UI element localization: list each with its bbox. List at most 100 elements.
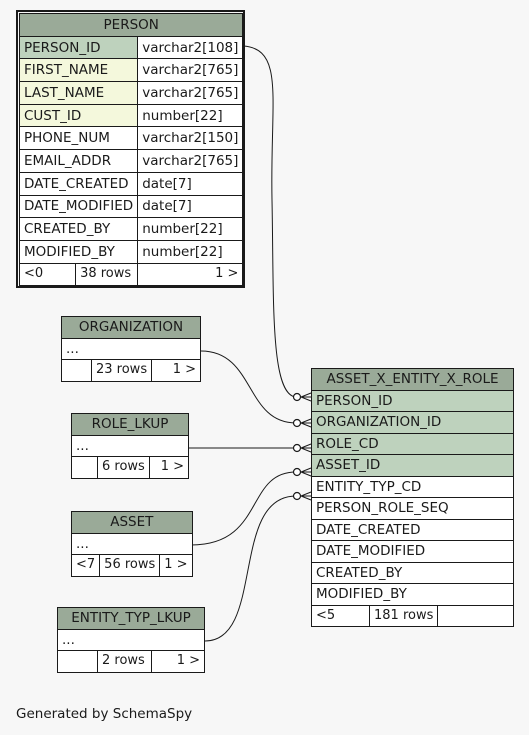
crows-foot bbox=[299, 392, 312, 402]
column-type: varchar2[765] bbox=[137, 81, 244, 105]
table-asset[interactable]: ASSET ... <7 56 rows 1 > bbox=[70, 511, 193, 577]
column-type: number[22] bbox=[137, 217, 244, 241]
column-type: varchar2[765] bbox=[137, 149, 244, 173]
table-footer: <0 38 rows 1 > bbox=[18, 262, 244, 287]
column-row[interactable]: PERSON_ROLE_SEQ bbox=[311, 497, 514, 520]
parents-count[interactable]: <7 bbox=[70, 554, 101, 577]
column-row[interactable]: CREATED_BY bbox=[311, 561, 514, 584]
table-title[interactable]: ORGANIZATION bbox=[61, 316, 201, 339]
crows-foot bbox=[299, 467, 312, 477]
table-role-lkup[interactable]: ROLE_LKUP ... 6 rows 1 > bbox=[71, 413, 190, 479]
table-title[interactable]: ASSET bbox=[71, 511, 193, 534]
column-name[interactable]: PHONE_NUM bbox=[18, 126, 139, 151]
parents-count[interactable]: <0 bbox=[18, 262, 77, 287]
column-ellipsis: ... bbox=[71, 532, 193, 555]
relation-asset-to-asset-x-entity-x-role bbox=[190, 471, 297, 546]
column-name[interactable]: MODIFIED_BY bbox=[18, 239, 139, 264]
parents-count[interactable]: <5 bbox=[311, 604, 370, 627]
children-count[interactable]: 1 > bbox=[159, 554, 193, 577]
column-name[interactable]: PERSON_ID bbox=[311, 389, 514, 412]
crows-foot bbox=[299, 418, 312, 428]
parents-count[interactable] bbox=[57, 650, 98, 673]
column-name[interactable]: DATE_CREATED bbox=[311, 518, 514, 541]
parents-count[interactable] bbox=[71, 456, 98, 479]
relation-organization-to-asset-x-entity-x-role bbox=[200, 350, 297, 424]
table-entity-typ-lkup[interactable]: ENTITY_TYP_LKUP ... 2 rows 1 > bbox=[57, 607, 205, 673]
relation-end-circle bbox=[292, 443, 302, 453]
column-ellipsis: ... bbox=[57, 628, 205, 651]
relation-person-to-asset-x-entity-x-role bbox=[243, 45, 297, 398]
column-name[interactable]: PERSON_ROLE_SEQ bbox=[311, 497, 514, 520]
children-count[interactable]: 1 > bbox=[148, 456, 190, 479]
row-count: 38 rows bbox=[75, 262, 139, 287]
column-name[interactable]: PERSON_ID bbox=[18, 35, 139, 60]
column-type: number[22] bbox=[137, 239, 244, 264]
row-count: 56 rows bbox=[99, 554, 161, 577]
column-row[interactable]: MODIFIED_BY bbox=[311, 583, 514, 606]
column-name[interactable]: ROLE_CD bbox=[311, 432, 514, 455]
column-name[interactable]: CUST_ID bbox=[18, 103, 139, 128]
children-count[interactable]: 1 > bbox=[137, 262, 244, 287]
column-type: number[22] bbox=[137, 103, 244, 128]
children-count[interactable]: 1 > bbox=[151, 650, 205, 673]
column-name[interactable]: CREATED_BY bbox=[311, 561, 514, 584]
column-row[interactable]: PERSON_ID bbox=[311, 389, 514, 412]
column-name[interactable]: DATE_MODIFIED bbox=[311, 540, 514, 563]
column-row[interactable]: ENTITY_TYP_CD bbox=[311, 475, 514, 498]
relation-end-circle bbox=[292, 467, 302, 477]
column-name[interactable]: LAST_NAME bbox=[18, 81, 139, 105]
row-count: 6 rows bbox=[97, 456, 150, 479]
crows-foot bbox=[299, 443, 312, 453]
table-organization[interactable]: ORGANIZATION ... 23 rows 1 > bbox=[61, 316, 201, 382]
column-type: varchar2[765] bbox=[137, 58, 244, 83]
column-ellipsis: ... bbox=[71, 434, 189, 457]
children-count[interactable]: 1 > bbox=[151, 359, 201, 382]
column-name[interactable]: ORGANIZATION_ID bbox=[311, 411, 514, 434]
children-count[interactable] bbox=[437, 604, 514, 627]
column-type: varchar2[150] bbox=[137, 126, 244, 151]
column-row[interactable]: ORGANIZATION_ID bbox=[311, 411, 514, 434]
column-type: date[7] bbox=[137, 194, 244, 219]
row-count: 23 rows bbox=[90, 359, 153, 382]
relation-end-circle bbox=[292, 491, 302, 501]
relation-end-circle bbox=[292, 418, 302, 428]
table-title[interactable]: ENTITY_TYP_LKUP bbox=[57, 607, 205, 630]
column-name[interactable]: MODIFIED_BY bbox=[311, 583, 514, 606]
column-name[interactable]: CREATED_BY bbox=[18, 217, 139, 241]
parents-count[interactable] bbox=[61, 359, 92, 382]
relation-entity-typ-lkup-to-asset-x-entity-x-role bbox=[204, 495, 297, 642]
table-title[interactable]: ROLE_LKUP bbox=[71, 413, 189, 436]
table-title[interactable]: PERSON bbox=[18, 13, 244, 37]
column-name[interactable]: DATE_CREATED bbox=[18, 171, 139, 196]
column-type: date[7] bbox=[137, 171, 244, 196]
column-name[interactable]: DATE_MODIFIED bbox=[18, 194, 139, 219]
column-row[interactable]: ROLE_CD bbox=[311, 432, 514, 455]
column-row[interactable]: ASSET_ID bbox=[311, 454, 514, 477]
column-name[interactable]: FIRST_NAME bbox=[18, 58, 139, 83]
table-title[interactable]: ASSET_X_ENTITY_X_ROLE bbox=[311, 368, 514, 391]
column-name[interactable]: ENTITY_TYP_CD bbox=[311, 475, 514, 498]
crows-foot bbox=[299, 491, 312, 501]
row-count: 2 rows bbox=[97, 650, 152, 673]
column-name[interactable]: ASSET_ID bbox=[311, 454, 514, 477]
column-row[interactable]: DATE_CREATED bbox=[311, 518, 514, 541]
generated-by-text: Generated by SchemaSpy bbox=[16, 706, 193, 722]
column-name[interactable]: EMAIL_ADDR bbox=[18, 149, 139, 173]
column-row[interactable]: DATE_MODIFIED bbox=[311, 540, 514, 563]
row-count: 181 rows bbox=[368, 604, 439, 627]
relation-end-circle bbox=[292, 392, 302, 402]
